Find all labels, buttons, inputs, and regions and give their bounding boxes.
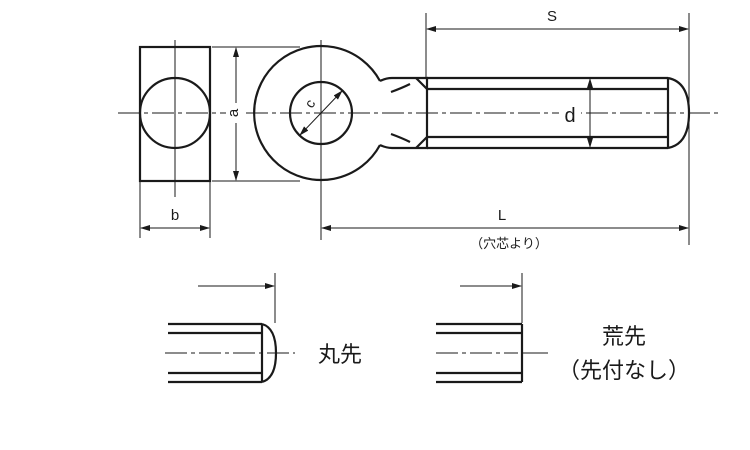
b-label: b: [171, 207, 179, 224]
d-label: d: [564, 105, 575, 127]
c-label: c: [301, 96, 318, 110]
s-dimension: S: [425, 8, 690, 245]
flat-tip-label: 荒先: [602, 325, 646, 350]
a-label: a: [225, 108, 242, 117]
flat-tip-detail: 荒先 （先付なし）: [436, 273, 690, 384]
neck-fillet-bottom: [390, 132, 411, 143]
a-label-mask: [226, 103, 246, 123]
chamfer-top: [415, 77, 428, 90]
d-label-mask: [559, 102, 581, 124]
a-dimension: a: [212, 46, 300, 182]
neck-fillet-top: [390, 83, 411, 94]
side-view: b: [118, 40, 228, 238]
l-dimension: L （穴芯より）: [321, 207, 689, 252]
neck-top-edge: [379, 76, 428, 82]
round-tip-label: 丸先: [318, 343, 362, 368]
flat-tip-sublabel: （先付なし）: [558, 359, 690, 384]
l-label: L: [498, 207, 506, 224]
l-note: （穴芯より）: [470, 237, 548, 252]
chamfer-bottom: [415, 136, 428, 149]
s-label: S: [547, 8, 557, 25]
eye-bolt-front-view: c d: [246, 40, 720, 240]
round-tip-detail: 丸先: [165, 273, 362, 384]
neck-bottom-edge: [379, 144, 428, 150]
